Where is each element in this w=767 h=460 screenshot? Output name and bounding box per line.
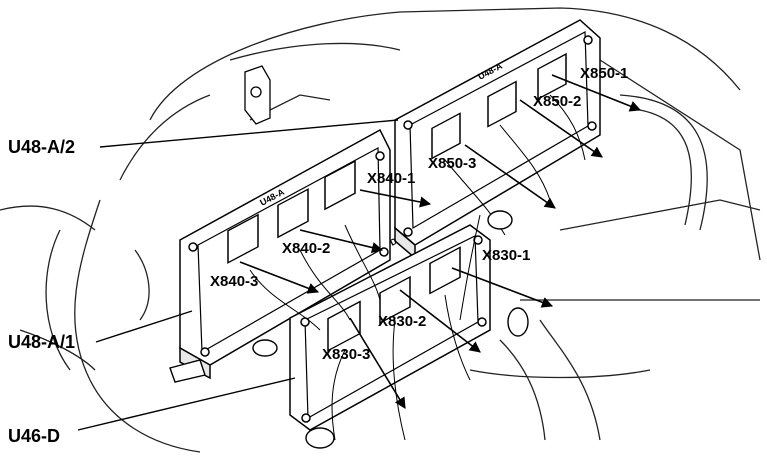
label-x840-1: X840-1 <box>367 170 415 187</box>
leader-lines <box>77 119 399 431</box>
label-u48-a2: U48-A/2 <box>8 137 75 157</box>
label-u46-d: U46-D <box>8 426 60 446</box>
machine-housing <box>0 7 761 453</box>
label-u48-a1: U48-A/1 <box>8 332 75 352</box>
label-x830-2: X830-2 <box>378 313 426 330</box>
mounting-bracket <box>244 65 271 125</box>
module-u46-d <box>289 224 491 431</box>
label-x840-3: X840-3 <box>210 273 258 290</box>
label-x830-1: X830-1 <box>482 247 530 264</box>
engraved-d: D <box>388 236 399 248</box>
label-x850-1: X850-1 <box>580 65 628 82</box>
label-x850-2: X850-2 <box>533 93 581 110</box>
label-x830-3: X830-3 <box>322 346 370 363</box>
label-x840-2: X840-2 <box>282 240 330 257</box>
callout-arrows <box>239 74 642 409</box>
wire-harness <box>249 94 586 441</box>
hose-couplers <box>169 210 529 449</box>
module-u48-a1 <box>179 128 391 380</box>
label-x850-3: X850-3 <box>428 155 476 172</box>
module-u48-a2 <box>394 19 601 260</box>
